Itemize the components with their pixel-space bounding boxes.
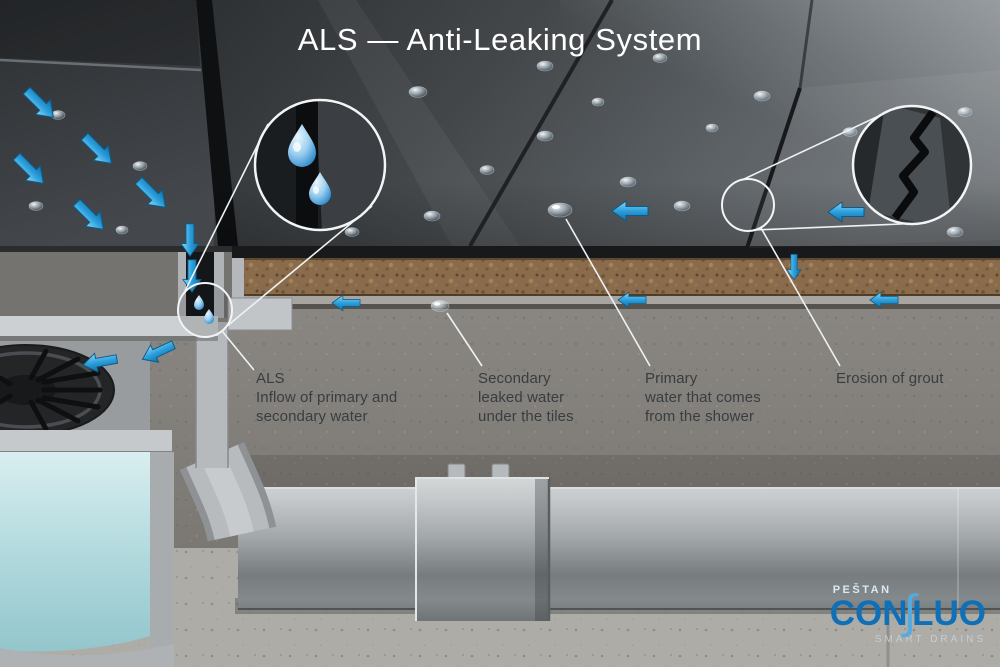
erosion-detail-circle <box>721 178 775 232</box>
pipe-coupling <box>415 463 551 621</box>
surface-water-droplets <box>28 53 973 312</box>
brand-product-prefix: CON <box>829 594 908 633</box>
brand-logo: PEŠTAN CON ∫ LUO SMART DRAINS <box>830 584 986 645</box>
secondary-water-droplet <box>430 300 450 312</box>
magnifier-crack-circle <box>851 104 973 226</box>
grout-seam <box>745 87 802 249</box>
callout-secondary-line2: leaked water <box>478 389 565 406</box>
callout-primary-water: Primary water that comes from the shower <box>645 369 761 426</box>
callout-als-line1: ALS <box>256 370 285 387</box>
diagram-title: ALS — Anti-Leaking System <box>297 22 703 57</box>
callout-erosion-line1: Erosion of grout <box>836 370 944 387</box>
callout-lines <box>183 106 927 371</box>
drain-flange <box>0 316 218 341</box>
callout-erosion: Erosion of grout <box>836 369 944 388</box>
tile-seams <box>468 0 814 249</box>
water-drop-icon <box>194 295 204 310</box>
callout-secondary-line3: under the tiles <box>478 408 574 425</box>
inflow-detail-circle <box>177 282 233 338</box>
callout-als-line2: Inflow of primary and <box>256 389 398 406</box>
callout-primary-line3: from the shower <box>645 408 755 425</box>
water-drop-icon <box>288 124 316 167</box>
cross-section-layers <box>227 243 1000 331</box>
callout-als: ALS Inflow of primary and secondary wate… <box>256 369 397 426</box>
channel-edge-profile <box>227 297 293 331</box>
brand-product-suffix: LUO <box>912 594 986 633</box>
water-drop-icon <box>309 172 331 205</box>
brand-product-name: CON ∫ LUO <box>829 585 986 637</box>
callout-primary-line1: Primary <box>645 370 698 387</box>
drain-pipe <box>179 441 1000 621</box>
magnifier-droplets-circle <box>253 98 387 232</box>
callout-secondary-water: Secondary leaked water under the tiles <box>478 369 574 426</box>
water-drop-icon <box>204 309 214 324</box>
brand-tagline: SMART DRAINS <box>874 634 986 645</box>
membrane-layer <box>232 296 1000 304</box>
brand-manufacturer: PEŠTAN <box>832 584 892 596</box>
water-trap <box>0 430 174 667</box>
callout-als-line3: secondary water <box>256 408 368 425</box>
floor-grate <box>0 344 115 436</box>
grout-crack <box>891 109 937 221</box>
primary-water-droplet <box>547 202 573 218</box>
callout-secondary-line1: Secondary <box>478 370 551 387</box>
trap-water <box>0 452 150 652</box>
brand-swoosh-icon: ∫ <box>903 585 917 637</box>
drain-body-cross-section <box>0 246 238 667</box>
callout-primary-line2: water that comes <box>645 389 761 406</box>
